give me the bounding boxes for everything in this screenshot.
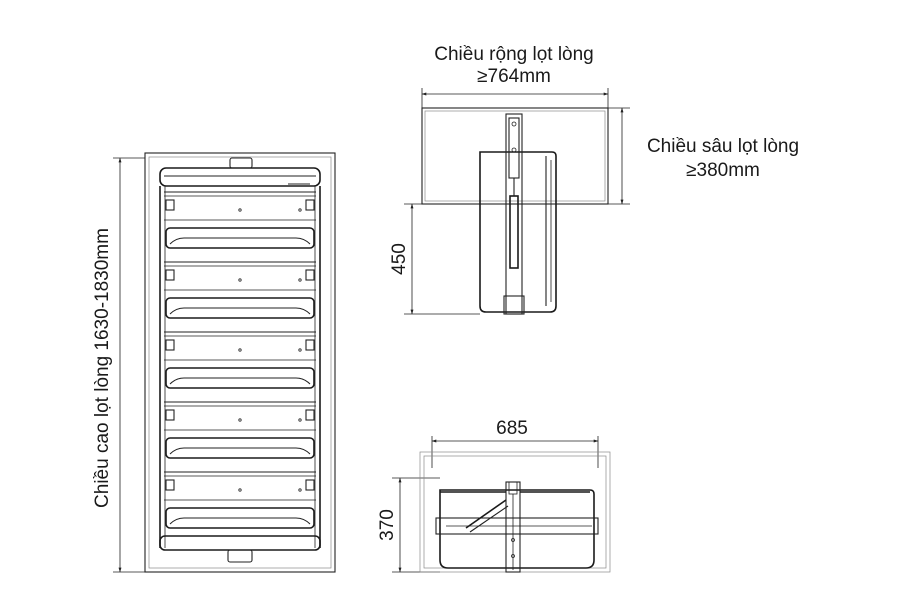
dim-450: 450 — [389, 203, 480, 315]
depth-dimension: Chiều sâu lọt lòng ≥380mm — [608, 107, 799, 205]
top-rail — [159, 157, 321, 187]
depth-value: ≥380mm — [686, 160, 760, 181]
height-dimension: Chiều cao lọt lòng 1630-1830mm — [92, 157, 145, 573]
width-title: Chiều rộng lọt lòng — [434, 44, 594, 65]
basket-top-view — [479, 113, 557, 315]
top-view: Chiều rộng lọt lòng ≥764mm Chiều sâu lọt… — [389, 44, 799, 315]
shelf-3 — [164, 331, 316, 389]
shelf-1 — [164, 191, 316, 249]
cabinet-base-outline — [419, 451, 611, 573]
side-view: 685 370 — [377, 418, 611, 573]
front-view: Chiều cao lọt lòng 1630-1830mm — [92, 152, 336, 573]
dim-370-label: 370 — [377, 509, 398, 541]
dim-685: 685 — [431, 418, 599, 468]
width-dimension: Chiều rộng lọt lòng ≥764mm — [421, 44, 609, 108]
basket-side-view — [435, 481, 599, 573]
shelf-5 — [164, 471, 316, 529]
width-value: ≥764mm — [477, 66, 551, 87]
dim-450-label: 450 — [389, 243, 410, 275]
shelf-stack — [164, 191, 316, 529]
height-label: Chiều cao lọt lòng 1630-1830mm — [92, 228, 113, 508]
dim-370: 370 — [377, 477, 440, 573]
bottom-rail — [159, 535, 321, 563]
dim-685-label: 685 — [496, 418, 528, 439]
shelf-4 — [164, 401, 316, 459]
cabinet-outline — [144, 152, 336, 573]
cabinet-opening — [421, 107, 609, 205]
depth-title: Chiều sâu lọt lòng — [647, 136, 799, 157]
shelf-2 — [164, 261, 316, 319]
